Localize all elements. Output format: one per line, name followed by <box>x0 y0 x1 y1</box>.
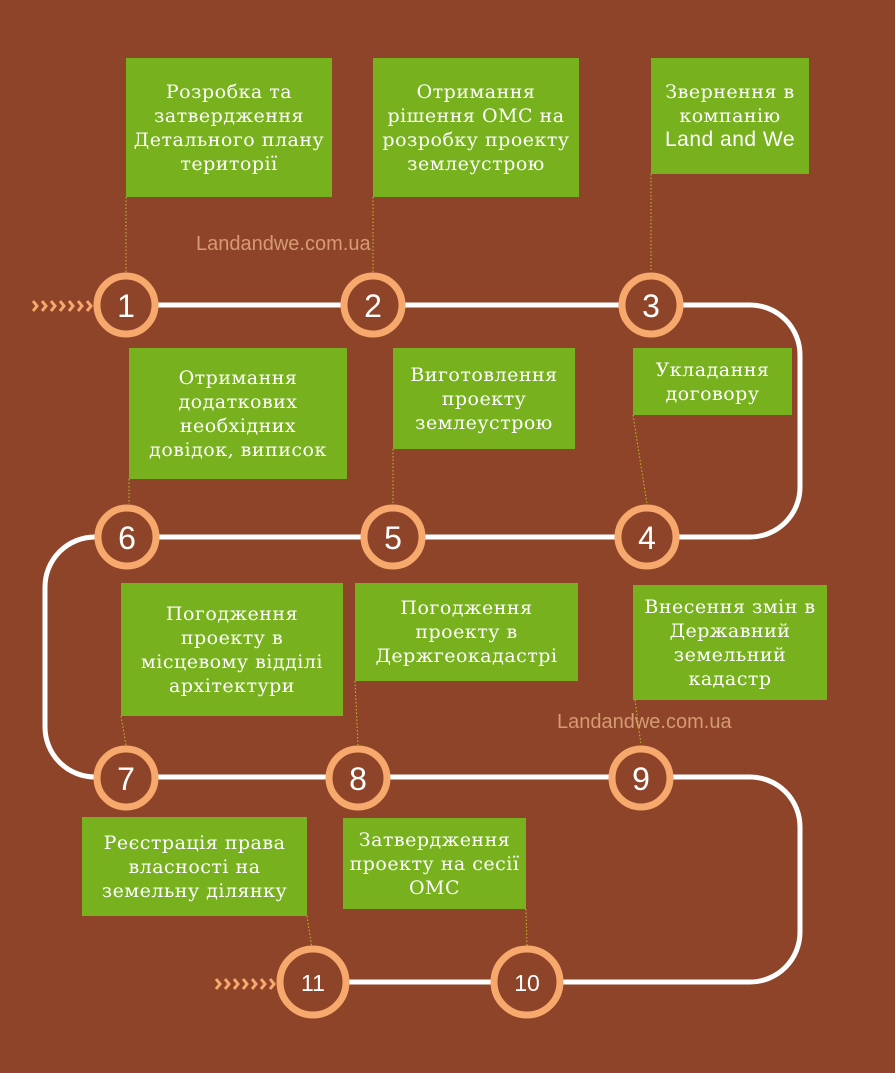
step-number-8: 8 <box>349 761 367 797</box>
step-box-1: Розробка та затвердження Детального план… <box>126 58 332 197</box>
step-circle-4: 4 <box>614 504 680 570</box>
connector-9 <box>634 699 642 746</box>
step-text-4: Укладання договору <box>655 358 770 405</box>
step-text-6: Отримання додаткових необхідних довідок,… <box>149 366 327 461</box>
step-circle-8: 8 <box>325 745 391 811</box>
connector-lines <box>120 174 652 950</box>
watermark-top: Landandwe.com.ua <box>196 233 371 255</box>
step-text-9: Внесення змін в Державний земельний када… <box>644 595 816 690</box>
step-text-11: Реєстрація права власності на земельну д… <box>101 831 288 902</box>
step-text-8: Погодження проекту в Держгеокадастрі <box>375 597 558 667</box>
step-box-3: Звернення в компанію Land and We <box>651 58 809 174</box>
step-box-9: Внесення змін в Державний земельний када… <box>633 585 827 700</box>
step-box-11: Реєстрація права власності на земельну д… <box>82 817 307 916</box>
step-box-5: Виготовлення проекту землеустрою <box>393 348 575 449</box>
step-box-10: Затвердження проекту на сесії ОМС <box>343 818 526 909</box>
step-number-7: 7 <box>117 761 135 797</box>
step-text-1: Розробка та затвердження Детального план… <box>133 80 325 175</box>
step-circle-9: 9 <box>608 745 674 811</box>
step-circle-1: 1 <box>93 272 159 338</box>
step-text-2: Отримання рішення ОМС на розробку проект… <box>382 80 570 175</box>
step-box-7: Погодження проекту в місцевому відділі а… <box>121 583 343 716</box>
step-text-7: Погодження проекту в місцевому відділі а… <box>141 602 323 697</box>
end-arrow-icon <box>214 978 276 990</box>
connector-10 <box>525 908 528 950</box>
step-circle-7: 7 <box>93 745 159 811</box>
step-box-6: Отримання додаткових необхідних довідок,… <box>129 348 347 479</box>
step-number-11: 11 <box>301 970 325 996</box>
step-number-1: 1 <box>117 288 135 324</box>
step-number-3: 3 <box>642 288 660 324</box>
step-circle-3: 3 <box>618 272 684 338</box>
step-number-5: 5 <box>384 520 402 556</box>
connector-8 <box>354 680 359 746</box>
step-number-6: 6 <box>118 520 136 556</box>
step-box-8: Погодження проекту в Держгеокадастрі <box>355 583 578 681</box>
step-circle-11: 11 <box>276 945 350 1019</box>
step-text-5: Виготовлення проекту землеустрою <box>410 363 558 434</box>
flow-path <box>42 302 803 985</box>
step-circle-6: 6 <box>94 504 160 570</box>
connector-7 <box>120 715 127 746</box>
step-number-9: 9 <box>632 761 650 797</box>
step-number-4: 4 <box>638 520 656 556</box>
step-text-3: Звернення в компанію <box>665 81 795 127</box>
connector-11 <box>306 915 313 950</box>
step-box-4: Укладання договору <box>633 348 792 415</box>
connector-4 <box>632 414 648 505</box>
step-circle-2: 2 <box>340 272 406 338</box>
step-circle-10: 10 <box>490 945 564 1019</box>
step-number-10: 10 <box>514 970 540 996</box>
watermark-middle: Landandwe.com.ua <box>557 711 732 733</box>
start-arrow-icon <box>31 300 93 312</box>
company-brand: Land and We <box>664 128 796 151</box>
step-number-2: 2 <box>364 288 382 324</box>
step-text-10: Затвердження проекту на сесії ОМС <box>349 828 520 899</box>
step-box-2: Отримання рішення ОМС на розробку проект… <box>373 58 579 197</box>
step-circle-5: 5 <box>360 504 426 570</box>
